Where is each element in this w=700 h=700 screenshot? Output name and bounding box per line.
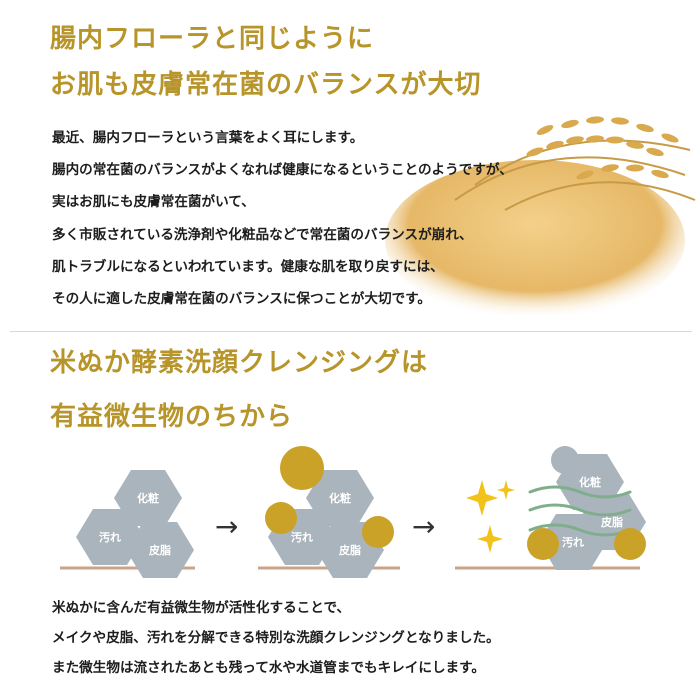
section1-body-line: 肌トラブルになるといわれています。健康な肌を取り戻すには、 xyxy=(52,259,444,275)
section2-heading-line2: 有益微生物のちから xyxy=(50,402,294,432)
dirt-label: 汚れ xyxy=(291,530,313,544)
section1-body-line: 腸内の常在菌のバランスがよくなれば健康になるということのようですが、 xyxy=(52,162,513,178)
section1-heading-line1: 腸内フローラと同じように xyxy=(50,24,375,54)
makeup-label: 化粧 xyxy=(137,491,159,505)
microbe-circle xyxy=(614,528,646,560)
section2-heading-line1: 米ぬか酵素洗顔クレンジングは xyxy=(50,348,429,378)
sebum-label: 皮脂 xyxy=(600,515,623,529)
cleansing-process-diagram: 化粧 汚れ 皮脂 化粧 汚れ 皮脂 化粧 皮脂 汚れ xyxy=(60,446,646,578)
microbe-circle xyxy=(280,446,324,490)
section2-body-line: メイクや皮脂、汚れを分解できる特別な洗顔クレンジングとなりました。 xyxy=(52,630,500,646)
stage-microbes-attach: 化粧 汚れ 皮脂 xyxy=(258,446,400,578)
microbe-circle xyxy=(362,516,394,548)
section1-body-line: 実はお肌にも皮膚常在菌がいて、 xyxy=(52,194,255,210)
section1-body-line: 多く市販されている洗浄剤や化粧品などで常在菌のバランスが崩れ、 xyxy=(52,227,473,243)
dirt-label: 汚れ xyxy=(99,530,121,544)
makeup-label: 化粧 xyxy=(579,475,601,489)
microbe-circle xyxy=(527,528,559,560)
microbe-circle xyxy=(551,446,579,474)
arrow-right-icon: → xyxy=(215,510,239,543)
water-flow-lines xyxy=(528,485,632,537)
makeup-label: 化粧 xyxy=(329,491,351,505)
dirt-label: 汚れ xyxy=(562,535,584,549)
rice-bran-illustration xyxy=(385,116,696,315)
section2-body-line: また微生物は流されたあとも残って水や水道管までもキレイにします。 xyxy=(52,660,485,676)
arrow-right-icon: → xyxy=(412,510,436,543)
section1-body-line: 最近、腸内フローラという言葉をよく耳にします。 xyxy=(52,130,364,146)
section2-body-line: 米ぬかに含んだ有益微生物が活性化することで、 xyxy=(52,600,351,616)
stage-after: 化粧 皮脂 汚れ xyxy=(455,446,646,570)
sebum-label: 皮脂 xyxy=(338,543,361,557)
section1-heading-line2: お肌も皮膚常在菌のバランスが大切 xyxy=(50,70,482,100)
microbe-circle xyxy=(265,502,297,534)
stage-before: 化粧 汚れ 皮脂 xyxy=(60,470,195,578)
sparkle-icon xyxy=(466,480,515,553)
sebum-label: 皮脂 xyxy=(148,543,171,557)
section1-body-line: その人に適した皮膚常在菌のバランスに保つことが大切です。 xyxy=(52,291,431,307)
section-divider xyxy=(10,331,692,332)
